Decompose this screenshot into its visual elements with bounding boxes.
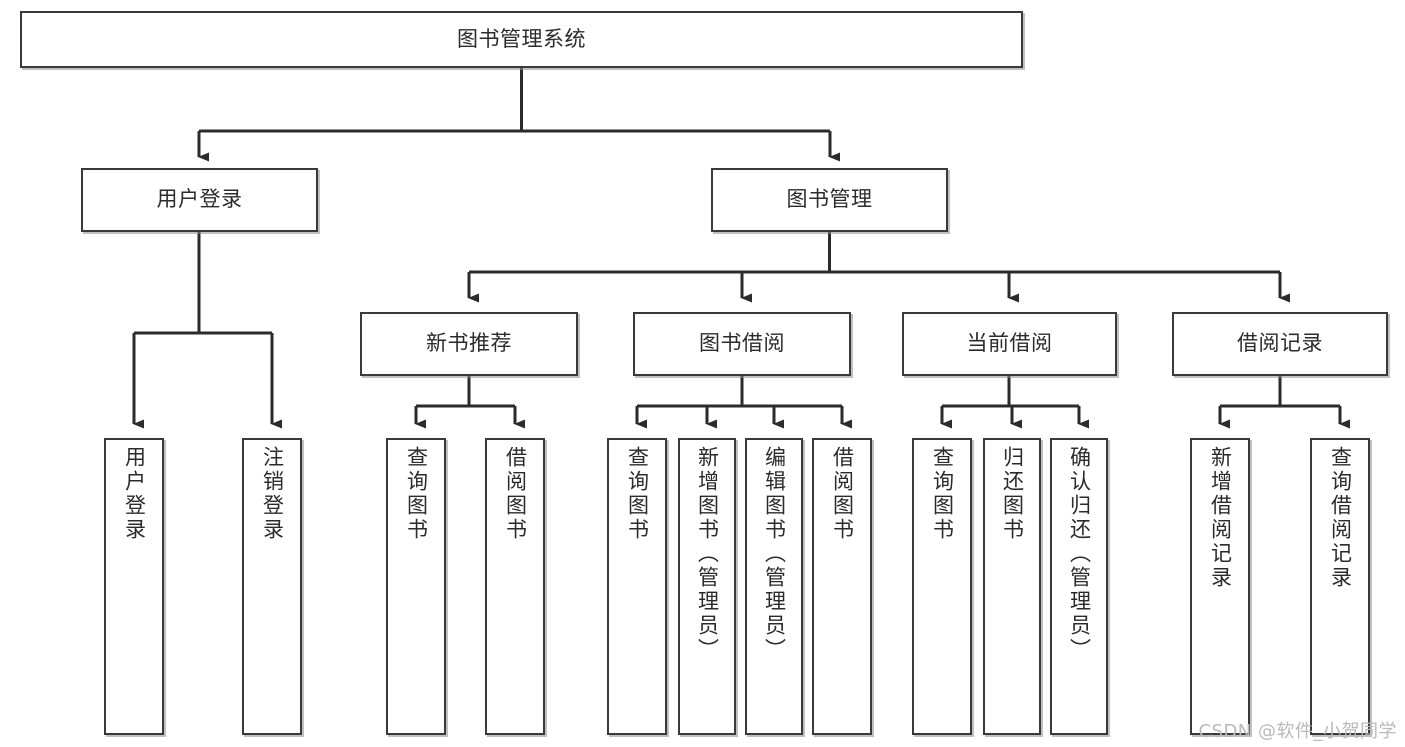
node-leaf-query-book-3[interactable]: 查询图书 (912, 438, 972, 735)
node-leaf-confirm-return-label: 确认归还（管理员） (1067, 446, 1092, 662)
node-leaf-borrow-book-2-label: 借阅图书 (830, 446, 855, 542)
node-root[interactable]: 图书管理系统 (20, 11, 1023, 68)
node-new-book-recommend-label: 新书推荐 (426, 331, 512, 356)
node-leaf-query-book-2-label: 查询图书 (625, 446, 650, 542)
node-leaf-confirm-return[interactable]: 确认归还（管理员） (1050, 438, 1108, 735)
node-leaf-return-book[interactable]: 归还图书 (983, 438, 1041, 735)
node-leaf-borrow-book-1[interactable]: 借阅图书 (485, 438, 545, 735)
node-leaf-add-record-label: 新增借阅记录 (1208, 446, 1233, 590)
node-leaf-user-login[interactable]: 用户登录 (104, 438, 164, 735)
node-leaf-edit-book-label: 编辑图书（管理员） (762, 446, 787, 662)
node-leaf-edit-book[interactable]: 编辑图书（管理员） (745, 438, 803, 735)
node-new-book-recommend[interactable]: 新书推荐 (360, 312, 578, 376)
node-leaf-query-record[interactable]: 查询借阅记录 (1310, 438, 1370, 735)
node-leaf-query-book-1-label: 查询图书 (404, 446, 429, 542)
node-root-label: 图书管理系统 (457, 26, 586, 51)
node-borrow-record[interactable]: 借阅记录 (1172, 312, 1388, 376)
node-leaf-query-book-2[interactable]: 查询图书 (607, 438, 667, 735)
node-current-borrow[interactable]: 当前借阅 (902, 312, 1117, 376)
node-borrow-record-label: 借阅记录 (1237, 331, 1323, 356)
node-leaf-return-book-label: 归还图书 (1000, 446, 1025, 542)
node-leaf-borrow-book-2[interactable]: 借阅图书 (812, 438, 872, 735)
node-leaf-query-book-3-label: 查询图书 (930, 446, 955, 542)
node-user-login-label: 用户登录 (156, 187, 243, 212)
node-leaf-query-record-label: 查询借阅记录 (1328, 446, 1353, 590)
node-leaf-user-login-label: 用户登录 (122, 446, 147, 542)
node-leaf-borrow-book-1-label: 借阅图书 (503, 446, 528, 542)
node-book-manage[interactable]: 图书管理 (711, 168, 948, 232)
node-book-borrow-label: 图书借阅 (699, 331, 785, 356)
node-leaf-query-book-1[interactable]: 查询图书 (386, 438, 446, 735)
node-leaf-add-book[interactable]: 新增图书（管理员） (678, 438, 736, 735)
node-book-borrow[interactable]: 图书借阅 (633, 312, 851, 376)
node-leaf-add-book-label: 新增图书（管理员） (695, 446, 720, 662)
node-leaf-add-record[interactable]: 新增借阅记录 (1190, 438, 1250, 735)
node-current-borrow-label: 当前借阅 (966, 331, 1053, 356)
node-user-login[interactable]: 用户登录 (81, 168, 318, 232)
node-leaf-logout-label: 注销登录 (260, 446, 285, 542)
node-leaf-logout[interactable]: 注销登录 (242, 438, 302, 735)
node-book-manage-label: 图书管理 (786, 187, 873, 212)
